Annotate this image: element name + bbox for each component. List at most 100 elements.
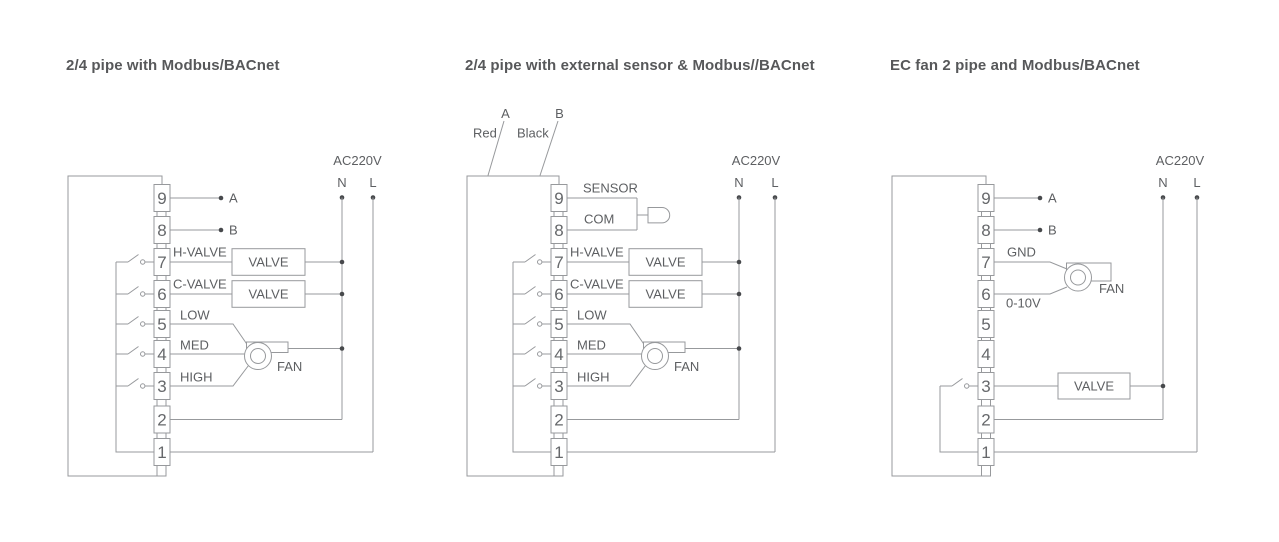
fan-label: FAN [674,359,699,374]
diagram-2-title: 2/4 pipe with external sensor & Modbus//… [465,57,815,74]
live-label: L [1193,175,1200,190]
relay-switch-6 [513,286,551,297]
terminal-9 [977,184,995,212]
terminal-number: 9 [157,189,166,208]
switch-contact [964,383,970,389]
diagram-3: AC220V N L [891,153,1205,477]
terminal-3 [153,372,171,400]
terminal-number: 1 [157,443,166,462]
wire-a-label: A [501,106,510,121]
terminal-8 [550,216,568,244]
fan-label: FAN [1099,281,1124,296]
terminal-number: 9 [554,189,563,208]
com-row-label: COM [584,212,614,227]
terminal-number: 2 [157,411,166,430]
relay-switch-7 [513,254,551,265]
relay-switch-4 [116,346,154,357]
switch-blade [513,346,551,355]
valve-box-label: VALVE [1074,379,1114,394]
heat-valve-junction-dot [736,259,742,265]
terminal-number: 1 [554,443,563,462]
cool-valve-row-label: C-VALVE [570,277,624,292]
terminal-8 [153,216,171,244]
terminal-number: 4 [554,345,563,364]
relay-switch-4 [513,346,551,357]
rs485-b-label: B [229,223,238,238]
terminal-number: 2 [981,411,990,430]
fan-component: FAN [641,341,699,374]
relay-switch-3 [116,378,154,389]
switch-contact [140,259,146,265]
rs485-a-label: A [1048,191,1057,206]
fan-low-label: LOW [180,308,210,323]
fan-low-label: LOW [577,308,607,323]
fan-label: FAN [277,359,302,374]
terminal-6 [153,280,171,308]
rs485-b-dot [1037,227,1043,233]
terminal-blocks: 9 8 7 6 5 4 3 2 1 [977,184,995,466]
terminal-blocks: 9 8 7 6 5 4 3 2 1 [153,184,171,466]
power-supply: AC220V N L [732,153,781,452]
power-supply: AC220V N L [1156,153,1205,452]
heat-valve-component: VALVE [231,248,306,276]
valve-junction-dot [1160,383,1166,389]
switch-common-bus [115,262,154,453]
switch-common-bus [512,262,551,453]
fan-low-wire [567,323,646,347]
thermostat-enclosure [466,175,560,477]
fan-junction-dot [736,346,742,351]
power-label: AC220V [333,153,382,168]
terminal-number: 5 [157,315,166,334]
sensor-row-label: SENSOR [583,181,638,196]
diagram-1: AC220V N L [67,153,382,477]
terminal-number: 8 [157,221,166,240]
switch-contact [537,321,543,327]
switch-common-bus [939,386,978,453]
terminal-number: 3 [157,377,166,396]
thermostat-enclosure [67,175,163,477]
gnd-wire [994,261,1068,270]
valve-box [231,248,306,276]
heat-valve-component: VALVE [628,248,703,276]
terminal-2 [153,405,171,434]
terminal-7 [977,248,995,276]
rs485-b-dot [218,227,224,233]
fan-hub-icon [1070,269,1086,286]
valve-box-label: VALVE [646,287,686,302]
switch-contact [140,351,146,357]
cool-valve-junction-dot [339,291,345,297]
gnd-row-label: GND [1007,245,1036,260]
terminal-number: 9 [981,189,990,208]
switch-contact [537,383,543,389]
rs485-a-dot [1037,195,1043,201]
terminal-blocks: 9 8 7 6 5 4 3 2 1 [550,184,568,466]
terminal-6 [550,280,568,308]
terminal-7 [153,248,171,276]
switch-blade [513,254,551,263]
wires [170,195,373,453]
valve-box [628,280,703,308]
terminal-number: 6 [981,285,990,304]
terminal-9 [550,184,568,212]
terminal-number: 1 [981,443,990,462]
terminal-5 [550,310,568,338]
terminal-number: 2 [554,411,563,430]
terminal-4 [153,340,171,368]
wire-b-label: B [555,106,564,121]
terminal-number: 7 [554,253,563,272]
wire-black-label: Black [517,126,549,141]
live-label: L [771,175,778,190]
fan-junction-dot [339,346,345,351]
neutral-label: N [337,175,346,190]
switch-contact [140,321,146,327]
fan-high-wire [567,365,646,387]
fan-high-label: HIGH [577,370,610,385]
diagram-1-title: 2/4 pipe with Modbus/BACnet [66,57,280,74]
valve-box-label: VALVE [249,255,289,270]
switch-blade [116,346,154,355]
valve-box [1057,372,1131,400]
analog-0-10v-wire [994,286,1068,295]
switch-blade [513,378,551,387]
terminal-number: 6 [554,285,563,304]
thermostat-enclosure [891,175,987,477]
